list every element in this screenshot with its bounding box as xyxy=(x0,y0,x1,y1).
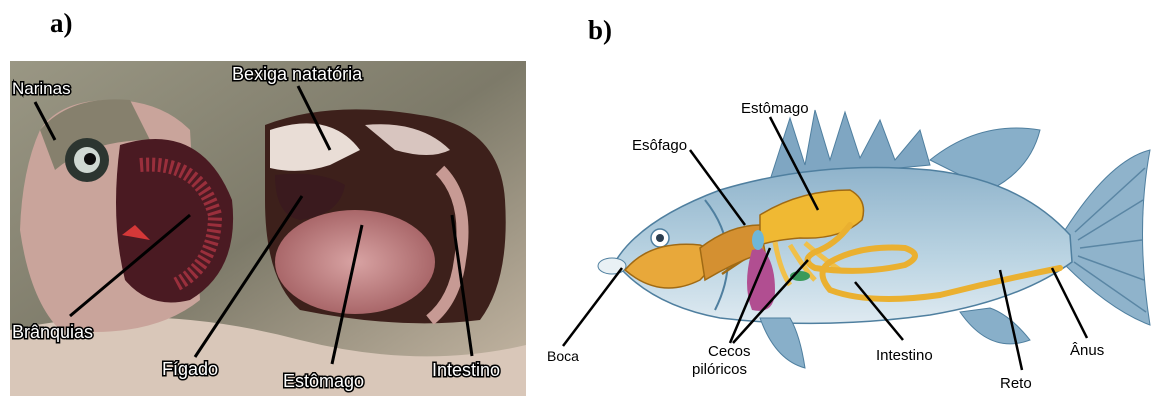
heart-b xyxy=(752,230,764,250)
tail-fin xyxy=(1065,150,1150,325)
eye-pupil xyxy=(84,153,96,165)
label-bexiga: Bexiga natatória xyxy=(232,64,363,84)
b-label-boca: Boca xyxy=(547,348,579,364)
mouth xyxy=(598,258,626,274)
b-label-reto: Reto xyxy=(1000,375,1032,392)
label-estomago: Estômago xyxy=(283,371,364,391)
eye-b-pupil xyxy=(656,234,664,242)
label-figado: Fígado xyxy=(162,359,218,379)
b-label-esofago: Esôfago xyxy=(632,137,687,154)
b-label-estomago: Estômago xyxy=(741,100,809,117)
b-line-boca xyxy=(563,268,622,346)
panel-a-photo: Narinas Bexiga natatória Brânquias Fígad… xyxy=(10,61,526,396)
label-narinas: Narinas xyxy=(12,79,71,98)
label-intestino: Intestino xyxy=(432,360,500,380)
b-label-intestino: Intestino xyxy=(876,347,933,364)
pelvic-fin xyxy=(760,318,805,368)
anal-fin xyxy=(960,308,1030,344)
panel-b-illustration: Esôfago Estômago Boca Cecos pilóricos In… xyxy=(547,100,1150,392)
b-label-cecos-2: pilóricos xyxy=(692,361,747,378)
label-branquias: Brânquias xyxy=(12,322,93,342)
b-label-cecos-1: Cecos xyxy=(708,343,751,360)
b-label-anus: Ânus xyxy=(1070,342,1104,359)
